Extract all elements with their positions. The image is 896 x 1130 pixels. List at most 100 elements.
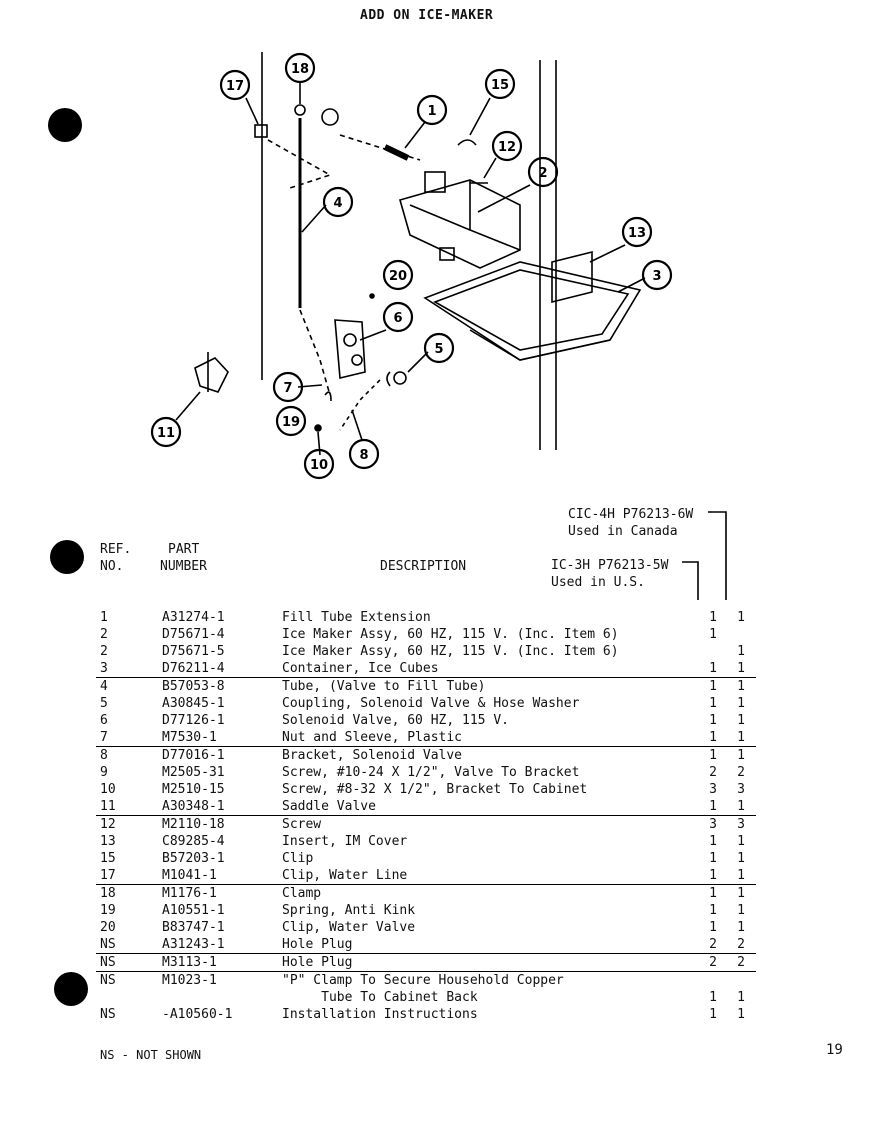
callout-label: 10: [310, 458, 328, 473]
desc-cell: Coupling, Solenoid Valve & Hose Washer: [282, 696, 580, 711]
qty-us-cell: 1: [709, 679, 717, 694]
desc-cell: Clip, Water Line: [282, 867, 700, 885]
model-us-sublabel: Used in U.S.: [551, 575, 645, 590]
callout-label: 5: [434, 342, 443, 357]
callout-label: 15: [491, 78, 509, 93]
model-bracket-lines: [682, 511, 727, 600]
qty-canada-cell: [726, 972, 756, 990]
exploded-parts-diagram: 17 18 1 15 12 2 13 3 4 20 6 5 7 19 11 10…: [150, 52, 673, 480]
ref-cell: NS: [100, 1007, 116, 1022]
desc-cell: "P" Clamp To Secure Household Copper: [282, 973, 564, 988]
qty-canada-cell: [726, 626, 756, 643]
ref-cell: 15: [100, 851, 116, 866]
ref-cell: 2: [100, 627, 108, 642]
desc-cell: Fill Tube Extension: [282, 610, 431, 625]
header-ref-line1: REF.: [100, 542, 132, 557]
part-cell: M2110-18: [162, 817, 225, 832]
part-cell: C89285-4: [162, 834, 225, 849]
ref-cell: NS: [96, 953, 162, 972]
qty-canada-cell: 1: [737, 834, 745, 849]
qty-us-cell: 1: [700, 867, 726, 885]
qty-canada-cell: 1: [737, 644, 745, 659]
qty-canada-cell: 1: [737, 990, 745, 1005]
qty-us-cell: 1: [700, 729, 726, 747]
qty-us-cell: 2: [709, 765, 717, 780]
qty-canada-cell: 1: [737, 886, 745, 901]
desc-cell: Hole Plug: [282, 936, 700, 954]
header-description: DESCRIPTION: [380, 559, 467, 574]
ref-cell: 10: [100, 782, 116, 797]
qty-canada-cell: 1: [737, 920, 745, 935]
part-cell: M1176-1: [162, 886, 217, 901]
desc-cell: Solenoid Valve, 60 HZ, 115 V.: [282, 713, 509, 728]
part-cell: -A10560-1: [162, 1007, 233, 1022]
header-part: PART NUMBER: [160, 541, 207, 575]
callout-label: 12: [498, 140, 516, 155]
binder-hole-top: [48, 108, 82, 142]
desc-cell: Tube To Cabinet Back: [282, 990, 478, 1005]
part-cell: D75671-4: [162, 627, 225, 642]
part-cell: M1023-1: [162, 973, 217, 988]
header-part-line2: NUMBER: [160, 559, 207, 574]
desc-cell: Installation Instructions: [282, 1007, 478, 1022]
ref-cell: 3: [96, 660, 162, 678]
ref-cell: 7: [96, 729, 162, 747]
model-us-label: IC-3H P76213-5W: [551, 558, 669, 573]
qty-us-cell: [700, 972, 726, 990]
part-cell: B57053-8: [162, 679, 225, 694]
part-cell: D75671-5: [162, 644, 225, 659]
part-cell: A30845-1: [162, 696, 225, 711]
qty-us-cell: 1: [709, 696, 717, 711]
qty-us-cell: 1: [709, 713, 717, 728]
binder-hole-middle: [50, 540, 84, 574]
model-canada-label: CIC-4H P76213-6W: [568, 507, 694, 522]
callout-label: 13: [628, 226, 646, 241]
desc-cell: Nut and Sleeve, Plastic: [282, 729, 700, 747]
qty-us-cell: 1: [709, 903, 717, 918]
page-number: 19: [826, 1042, 843, 1058]
ref-cell: 5: [100, 696, 108, 711]
qty-us-cell: 3: [709, 817, 717, 832]
qty-us-cell: 1: [709, 834, 717, 849]
part-cell: M3113-1: [162, 953, 282, 972]
desc-cell: Hole Plug: [282, 953, 700, 972]
page-title: ADD ON ICE-MAKER: [360, 8, 494, 23]
header-ref: REF. NO.: [100, 541, 131, 575]
callout-label: 8: [359, 448, 368, 463]
callout-label: 18: [291, 62, 309, 77]
qty-canada-cell: 1: [726, 660, 756, 678]
qty-canada-cell: 1: [737, 1007, 745, 1022]
qty-canada-cell: 1: [737, 696, 745, 711]
part-cell: M7530-1: [162, 729, 282, 747]
ref-cell: 2: [100, 644, 108, 659]
qty-us-cell: 1: [709, 920, 717, 935]
qty-canada-cell: 1: [737, 748, 745, 763]
qty-canada-cell: 1: [737, 713, 745, 728]
table-row: NS -A10560-1 Installation Instructions 1 1: [96, 1006, 756, 1023]
qty-us-cell: 1: [709, 1007, 717, 1022]
callout-label: 2: [538, 166, 547, 181]
qty-canada-cell: 1: [726, 867, 756, 885]
callout-label: 17: [226, 79, 244, 94]
qty-canada-cell: 1: [726, 729, 756, 747]
ref-cell: 1: [100, 610, 108, 625]
desc-cell: Saddle Valve: [282, 798, 700, 816]
part-cell: A31243-1: [162, 936, 282, 954]
ref-cell: 20: [100, 920, 116, 935]
model-us-note: IC-3H P76213-5W Used in U.S.: [551, 557, 668, 591]
ref-cell: 4: [100, 679, 108, 694]
